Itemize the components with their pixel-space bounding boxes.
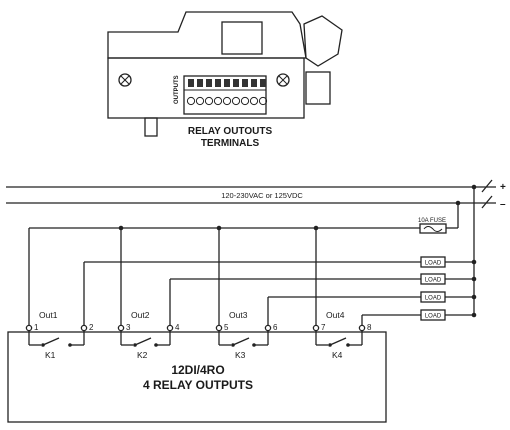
- terminal-number: 8: [367, 323, 372, 332]
- junction-dot: [471, 276, 477, 282]
- junction-dot: [471, 259, 477, 265]
- bus-plus-sign: +: [500, 182, 506, 193]
- terminal-screw-icon: [231, 96, 241, 106]
- output-name: Out1: [39, 310, 58, 320]
- terminal-number: 3: [126, 323, 131, 332]
- load-label: LOAD: [425, 261, 442, 267]
- terminal-screw-icon: [213, 96, 223, 106]
- terminal-number: 7: [321, 323, 326, 332]
- terminal-tooth: [224, 79, 230, 87]
- output-name: Out2: [131, 310, 150, 320]
- fuse-icon: [423, 226, 443, 232]
- device-caption-line1: RELAY OUTOUTS: [188, 126, 273, 137]
- junction-dot: [313, 225, 319, 231]
- relay-label: K2: [137, 350, 148, 360]
- terminal-icon: [117, 324, 125, 332]
- terminal-icon: [312, 324, 320, 332]
- module-subtitle: 4 RELAY OUTPUTS: [143, 378, 253, 392]
- terminal-icon: [264, 324, 272, 332]
- terminal-tooth: [251, 79, 257, 87]
- load-label: LOAD: [425, 278, 442, 284]
- terminal-icon: [166, 324, 174, 332]
- junction-dot: [471, 312, 477, 318]
- junction-dot: [118, 225, 124, 231]
- load-1: LOAD: [83, 256, 477, 326]
- terminal-number: 1: [34, 323, 39, 332]
- terminal-tooth: [188, 79, 194, 87]
- terminal-screw-icon: [186, 96, 196, 106]
- load-3: LOAD: [267, 291, 477, 326]
- module-title: 12DI/4RO: [171, 363, 224, 377]
- terminal-teeth: [188, 79, 266, 87]
- terminal-tooth: [260, 79, 266, 87]
- terminal-number: 2: [89, 323, 94, 332]
- terminal-tooth: [206, 79, 212, 87]
- terminal-tooth: [197, 79, 203, 87]
- loads-group: LOAD LOAD LOAD LOAD: [83, 256, 477, 326]
- relay-contact-icon: [232, 337, 250, 346]
- load-4: LOAD: [361, 309, 477, 326]
- output-name: Out3: [229, 310, 248, 320]
- device-stem: [144, 117, 158, 137]
- module-box: [7, 331, 387, 423]
- relay-label: K3: [235, 350, 246, 360]
- terminal-tooth: [242, 79, 248, 87]
- terminal-number: 6: [273, 323, 278, 332]
- screw-left-icon: [118, 73, 132, 87]
- bus-minus-break: [481, 195, 493, 209]
- junction-dot: [471, 294, 477, 300]
- terminal-screws: [186, 96, 268, 106]
- terminal-screw-icon: [204, 96, 214, 106]
- terminal-screw-icon: [195, 96, 205, 106]
- load-label: LOAD: [425, 296, 442, 302]
- device-caption-line2: TERMINALS: [201, 138, 260, 149]
- common-wires: [118, 225, 319, 326]
- terminal-screw-icon: [240, 96, 250, 106]
- device-side-connector: [303, 15, 343, 67]
- terminal-block: [183, 75, 267, 115]
- terminal-number: 4: [175, 323, 180, 332]
- junction-dot: [216, 225, 222, 231]
- supply-bus: 120-230VAC or 125VDC + –: [6, 179, 506, 316]
- junction-dot: [471, 184, 477, 190]
- device-side-block: [305, 71, 331, 105]
- terminal-screw-icon: [249, 96, 259, 106]
- bus-minus-sign: –: [500, 199, 506, 210]
- terminal-screw-icon: [258, 96, 268, 106]
- terminal-icon: [25, 324, 33, 332]
- device-top-housing: [107, 11, 307, 59]
- device-body: [107, 57, 305, 119]
- terminal-icon: [215, 324, 223, 332]
- device-side-label: OUTPUTS: [174, 75, 180, 104]
- load-label: LOAD: [425, 314, 442, 320]
- terminal-number: 5: [224, 323, 229, 332]
- device-window: [221, 21, 263, 55]
- relay-label: K1: [45, 350, 56, 360]
- terminal-tooth: [215, 79, 221, 87]
- relay-contact-icon: [42, 337, 60, 346]
- relay-contact-icon: [329, 337, 347, 346]
- relay-contact-icon: [134, 337, 152, 346]
- junction-dot: [455, 200, 461, 206]
- bus-plus-break: [481, 179, 493, 193]
- relay-device-illustration: OUTPUTS RELAY OUTOUTS TERMINALS: [107, 11, 343, 149]
- load-2: LOAD: [169, 273, 477, 326]
- screw-right-icon: [276, 73, 290, 87]
- output-name: Out4: [326, 310, 345, 320]
- supply-label: 120-230VAC or 125VDC: [221, 191, 303, 200]
- relay-label: K4: [332, 350, 343, 360]
- terminal-icon: [358, 324, 366, 332]
- terminal-tooth: [233, 79, 239, 87]
- terminal-screw-icon: [222, 96, 232, 106]
- fuse-label: 10A FUSE: [418, 218, 446, 224]
- terminal-icon: [80, 324, 88, 332]
- fuse-and-loads: 10A FUSE LOAD LOAD LOAD LOAD: [28, 218, 477, 326]
